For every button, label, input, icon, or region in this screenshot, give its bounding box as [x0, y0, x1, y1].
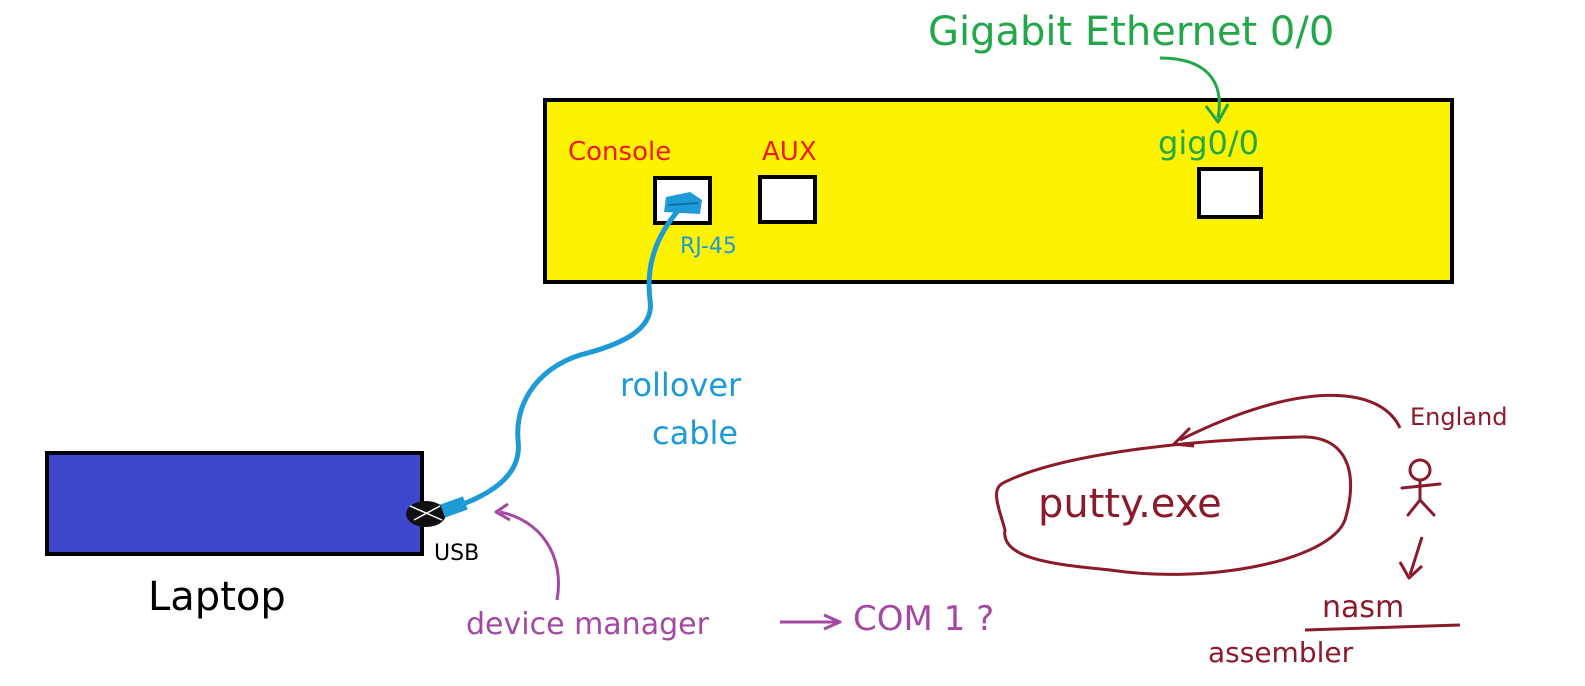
- com-port-label: COM 1 ?: [853, 599, 994, 639]
- cable-label-line2: cable: [652, 414, 738, 452]
- rj45-plug-icon: [664, 192, 702, 214]
- putty-label: putty.exe: [1038, 481, 1222, 527]
- gig-port: [1197, 167, 1263, 219]
- nasm-arrow: [1408, 536, 1424, 576]
- nasm-underline: [1304, 623, 1461, 632]
- com-arrowhead: [823, 613, 842, 631]
- rollover-cable: [449, 202, 686, 511]
- origin-label: England: [1410, 403, 1507, 431]
- laptop-body: [45, 451, 424, 556]
- interface-arrowhead: [1204, 103, 1230, 124]
- aux-port: [758, 175, 817, 224]
- aux-label: AUX: [762, 137, 817, 167]
- interface-full-label: Gigabit Ethernet 0/0: [928, 9, 1334, 55]
- usb-label: USB: [434, 541, 479, 566]
- interface-arrow: [1159, 56, 1221, 119]
- interface-short-label: gig0/0: [1158, 124, 1259, 162]
- stick-figure-icon: [1400, 458, 1442, 517]
- device-manager-arrowhead: [494, 502, 511, 522]
- england-arrow: [1179, 393, 1402, 442]
- usb-plug-icon: [406, 496, 468, 527]
- assembler-label: assembler: [1208, 636, 1354, 669]
- england-arrowhead: [1172, 426, 1195, 448]
- console-label: Console: [568, 137, 671, 167]
- laptop-label: Laptop: [148, 574, 286, 620]
- rj45-label: RJ-45: [680, 234, 737, 259]
- nasm-arrowhead: [1398, 561, 1424, 580]
- device-manager-label: device manager: [466, 607, 710, 642]
- device-manager-arrow: [499, 510, 560, 601]
- nasm-label: nasm: [1322, 590, 1404, 625]
- cable-label-line1: rollover: [620, 366, 742, 404]
